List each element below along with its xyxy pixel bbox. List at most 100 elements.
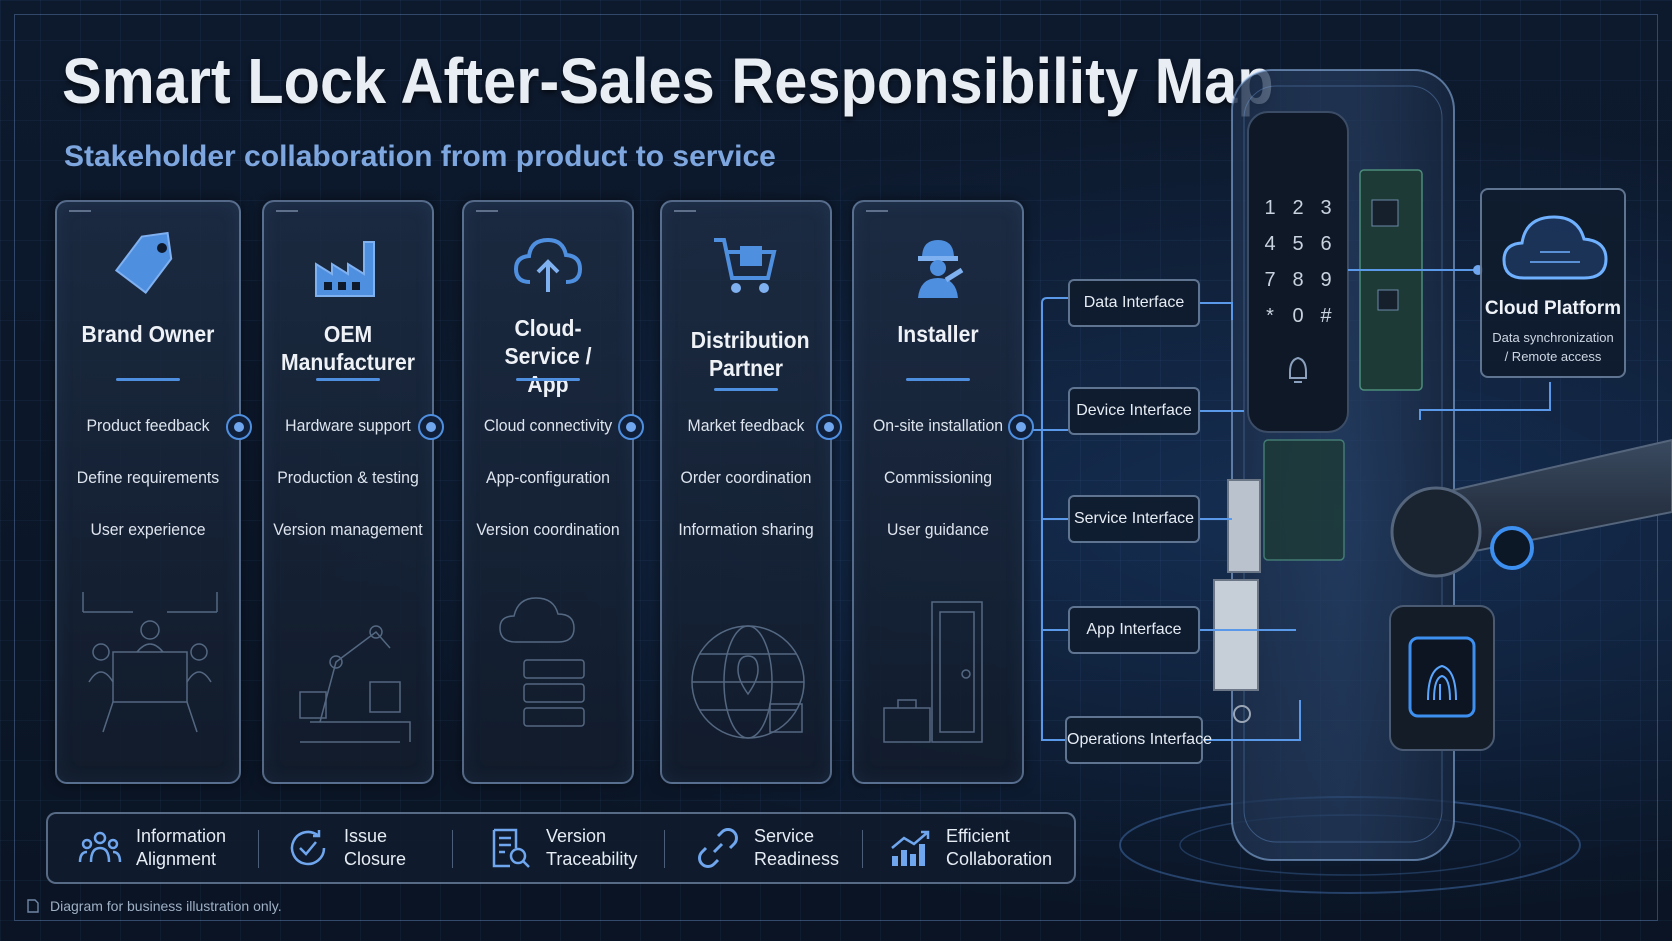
- cloud-icon: [1502, 215, 1608, 280]
- card-divider: [516, 378, 580, 381]
- cloud-platform-title: Cloud Platform: [1484, 298, 1622, 319]
- interface-bracket: [1041, 297, 1068, 741]
- card-item: Production & testing: [277, 468, 419, 487]
- worker-icon: [918, 240, 964, 298]
- meeting-illustration: [82, 592, 218, 733]
- document-search-icon: [492, 828, 530, 868]
- card-item: App-configuration: [486, 468, 610, 487]
- keypad-key: 1: [1264, 197, 1275, 219]
- card-oem-manufacturer[interactable]: OEM Manufacturer Hardware support Produc…: [262, 200, 434, 784]
- card-divider: [116, 378, 180, 381]
- info-icon: [27, 899, 39, 913]
- keypad-key: 2: [1292, 197, 1303, 219]
- card-divider: [714, 388, 778, 391]
- card-item: On-site installation: [872, 416, 1004, 435]
- card-tag: [276, 210, 298, 216]
- card-item: Product feedback: [86, 416, 210, 435]
- benefit-information-alignment: Information Alignment: [78, 814, 286, 882]
- operations-interface-box[interactable]: Operations Interface: [1065, 716, 1212, 764]
- card-tag: [866, 210, 888, 216]
- benefit-separator: [258, 830, 259, 868]
- keypad-key: 7: [1264, 269, 1275, 291]
- keypad-key: 6: [1320, 233, 1331, 255]
- benefit-version-traceability: Version Traceability: [488, 814, 656, 882]
- latch-bolt: [1227, 479, 1261, 573]
- server-cloud-illustration: [499, 597, 585, 727]
- card-connector: [1008, 414, 1034, 440]
- benefit-label: Efficient Collaboration: [946, 826, 1053, 869]
- keypad-key: 0: [1292, 305, 1303, 327]
- card-item: Define requirements: [76, 468, 220, 487]
- card-title: Cloud-Service / App: [504, 315, 592, 397]
- benefit-separator: [862, 830, 863, 868]
- device-interface-box[interactable]: Device Interface: [1068, 387, 1200, 435]
- card-title: Distribution Partner: [690, 327, 810, 381]
- keypad-key: #: [1320, 305, 1332, 327]
- card-connector: [418, 414, 444, 440]
- benefit-label: Issue Closure: [344, 826, 407, 869]
- benefit-issue-closure: Issue Closure: [286, 814, 424, 882]
- benefit-separator: [664, 830, 665, 868]
- doorbell-icon: [1289, 356, 1307, 383]
- benefits-bar: Information Alignment Issue Closure Vers…: [46, 812, 1076, 884]
- keypad-key: 4: [1264, 233, 1275, 255]
- card-tag: [674, 210, 696, 216]
- card-installer[interactable]: Installer On-site installation Commissio…: [852, 200, 1024, 784]
- footnote: Diagram for business illustration only.: [50, 898, 282, 914]
- benefit-label: Version Traceability: [546, 826, 638, 869]
- robot-arm-illustration: [299, 625, 411, 743]
- cloud-platform-box[interactable]: Cloud Platform Data synchronization / Re…: [1480, 188, 1626, 378]
- card-item: Commissioning: [883, 468, 993, 487]
- link-icon: [698, 828, 738, 868]
- growth-chart-icon: [891, 830, 930, 866]
- keypad-key: 8: [1292, 269, 1303, 291]
- card-title: Brand Owner: [81, 321, 215, 347]
- app-interface-box[interactable]: App Interface: [1068, 606, 1200, 654]
- card-connector: [618, 414, 644, 440]
- card-cloud-service[interactable]: Cloud-Service / App Cloud connectivity A…: [462, 200, 634, 784]
- benefit-separator: [452, 830, 453, 868]
- card-item: User experience: [90, 520, 206, 539]
- card-item: Version management: [273, 520, 423, 539]
- service-interface-box[interactable]: Service Interface: [1068, 495, 1200, 543]
- card-item: Hardware support: [285, 416, 411, 435]
- deadbolt: [1213, 579, 1259, 691]
- card-divider: [316, 378, 380, 381]
- card-connector: [226, 414, 252, 440]
- card-tag: [476, 210, 498, 216]
- page-title: Smart Lock After-Sales Responsibility Ma…: [62, 45, 1274, 117]
- card-item: Market feedback: [687, 416, 805, 435]
- cart-icon: [714, 238, 777, 293]
- data-interface-box[interactable]: Data Interface: [1068, 279, 1200, 327]
- page-subtitle: Stakeholder collaboration from product t…: [64, 140, 776, 173]
- cycle-check-icon: [290, 830, 326, 866]
- cloud-platform-description: Data synchronization / Remote access: [1492, 330, 1614, 364]
- people-icon: [78, 831, 122, 863]
- card-title: Installer: [897, 321, 979, 347]
- benefit-label: Information Alignment: [136, 826, 227, 869]
- card-divider: [906, 378, 970, 381]
- keypad-panel: [1247, 111, 1349, 433]
- globe-map-illustration: [691, 625, 805, 739]
- benefit-efficient-collaboration: Efficient Collaboration: [888, 814, 1076, 882]
- card-title: OEM Manufacturer: [280, 321, 416, 375]
- card-item: Information sharing: [678, 520, 814, 539]
- card-tag: [69, 210, 91, 216]
- card-item: Order coordination: [680, 468, 812, 487]
- door-toolbox-illustration: [883, 601, 983, 743]
- factory-icon: [315, 241, 375, 297]
- cloud-upload-icon: [513, 237, 583, 292]
- card-brand-owner[interactable]: Brand Owner Product feedback Define requ…: [55, 200, 241, 784]
- card-item: Cloud connectivity: [483, 416, 613, 435]
- tag-icon: [114, 231, 173, 294]
- fingerprint-icon: [1427, 664, 1457, 701]
- keypad-key: 5: [1292, 233, 1303, 255]
- card-distribution-partner[interactable]: Distribution Partner Market feedback Ord…: [660, 200, 832, 784]
- card-connector: [816, 414, 842, 440]
- keypad-key: *: [1266, 305, 1274, 327]
- card-item: User guidance: [887, 520, 989, 539]
- card-item: Version coordination: [476, 520, 620, 539]
